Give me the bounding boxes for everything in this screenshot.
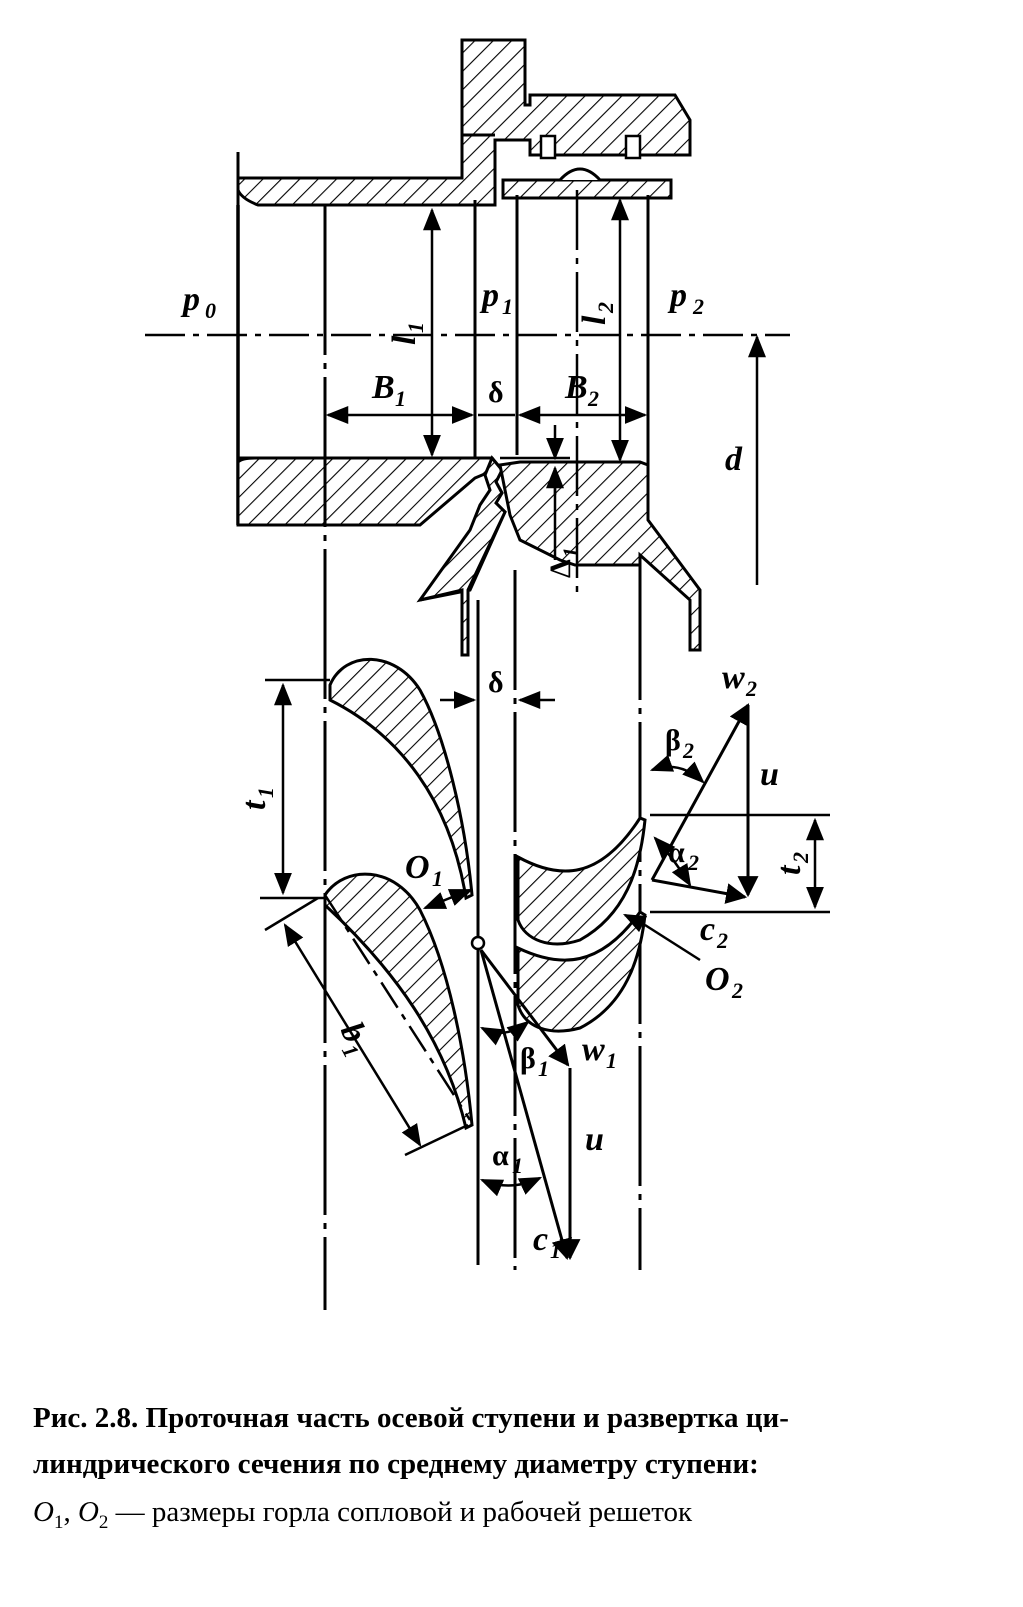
label-p0-sub: 0 [205, 298, 216, 323]
hub-parts [236, 455, 702, 657]
caption-line-1: Рис. 2.8. Проточная часть осевой ступени… [33, 1402, 789, 1434]
construction-lines [145, 190, 790, 1310]
label-c1: c [533, 1221, 548, 1258]
label-p2: p [667, 277, 687, 314]
caption-o1: O [33, 1496, 54, 1528]
label-p2-sub: 2 [692, 294, 704, 319]
label-w1: w [582, 1031, 605, 1068]
label-O1-sub: 1 [432, 866, 443, 891]
label-l2-sub: 2 [593, 302, 618, 314]
label-beta1-sub: 1 [538, 1056, 549, 1081]
label-l1-sub: 1 [403, 322, 428, 333]
label-beta2: β [665, 724, 681, 757]
label-beta1: β [520, 1042, 536, 1075]
label-B1: B [371, 369, 395, 406]
figure-caption: Рис. 2.8. Проточная часть осевой ступени… [33, 1395, 993, 1548]
caption-o1-sub: 1 [53, 1511, 64, 1533]
label-B2: B [564, 369, 588, 406]
label-alpha1-sub: 1 [512, 1153, 523, 1178]
rotor-blades [516, 816, 647, 1033]
caption-line-3: O1, O2 — размеры горла сопловой и рабоче… [33, 1487, 993, 1548]
label-B1-sub: 1 [395, 386, 406, 411]
label-delta: δ [488, 376, 504, 409]
label-w2: w [722, 659, 745, 696]
label-t2-sub: 2 [788, 852, 813, 864]
label-alpha2: α [668, 836, 685, 869]
label-l1: l [386, 335, 423, 345]
label-p1: p [479, 277, 499, 314]
label-u-top: u [760, 756, 779, 793]
label-w2-sub: 2 [745, 676, 757, 701]
label-c1-sub: 1 [550, 1238, 561, 1263]
dimension-arrows [325, 197, 766, 585]
label-B2-sub: 2 [587, 386, 599, 411]
label-O2-sub: 2 [731, 978, 743, 1003]
label-beta2-sub: 2 [682, 738, 694, 763]
caption-sep: , [63, 1496, 78, 1528]
label-t2: t [771, 864, 808, 875]
label-Delta1: Δ [544, 559, 577, 578]
cascade-dimensions [260, 678, 830, 1261]
caption-line-2: линдрического сечения по среднему диамет… [33, 1448, 759, 1480]
outer-casing [236, 38, 692, 525]
axial-stage-diagram: p 0 p 1 p 2 l 1 l 2 B 1 δ B 2 d Δ 1 δ t … [145, 38, 830, 1310]
label-delta-lower: δ [488, 666, 504, 699]
label-t1: t [236, 799, 273, 810]
label-alpha1: α [492, 1139, 509, 1172]
label-c2-sub: 2 [716, 928, 728, 953]
caption-o2-sub: 2 [98, 1511, 109, 1533]
label-p1-sub: 1 [502, 294, 513, 319]
label-w1-sub: 1 [606, 1048, 617, 1073]
label-u-bottom: u [585, 1121, 604, 1158]
label-O1: O [405, 849, 430, 886]
diagram-labels: p 0 p 1 p 2 l 1 l 2 B 1 δ B 2 d Δ 1 δ t … [180, 277, 813, 1263]
caption-o2: O [77, 1496, 99, 1528]
label-c2: c [700, 911, 715, 948]
label-t1-sub: 1 [253, 787, 278, 798]
caption-rest: — размеры горла сопловой и рабочей решет… [108, 1496, 693, 1528]
label-l2: l [576, 315, 613, 325]
label-p0: p [180, 281, 200, 318]
label-d: d [725, 441, 743, 478]
label-Delta1-sub: 1 [558, 547, 583, 558]
label-alpha2-sub: 2 [687, 850, 699, 875]
label-O2: O [705, 961, 730, 998]
